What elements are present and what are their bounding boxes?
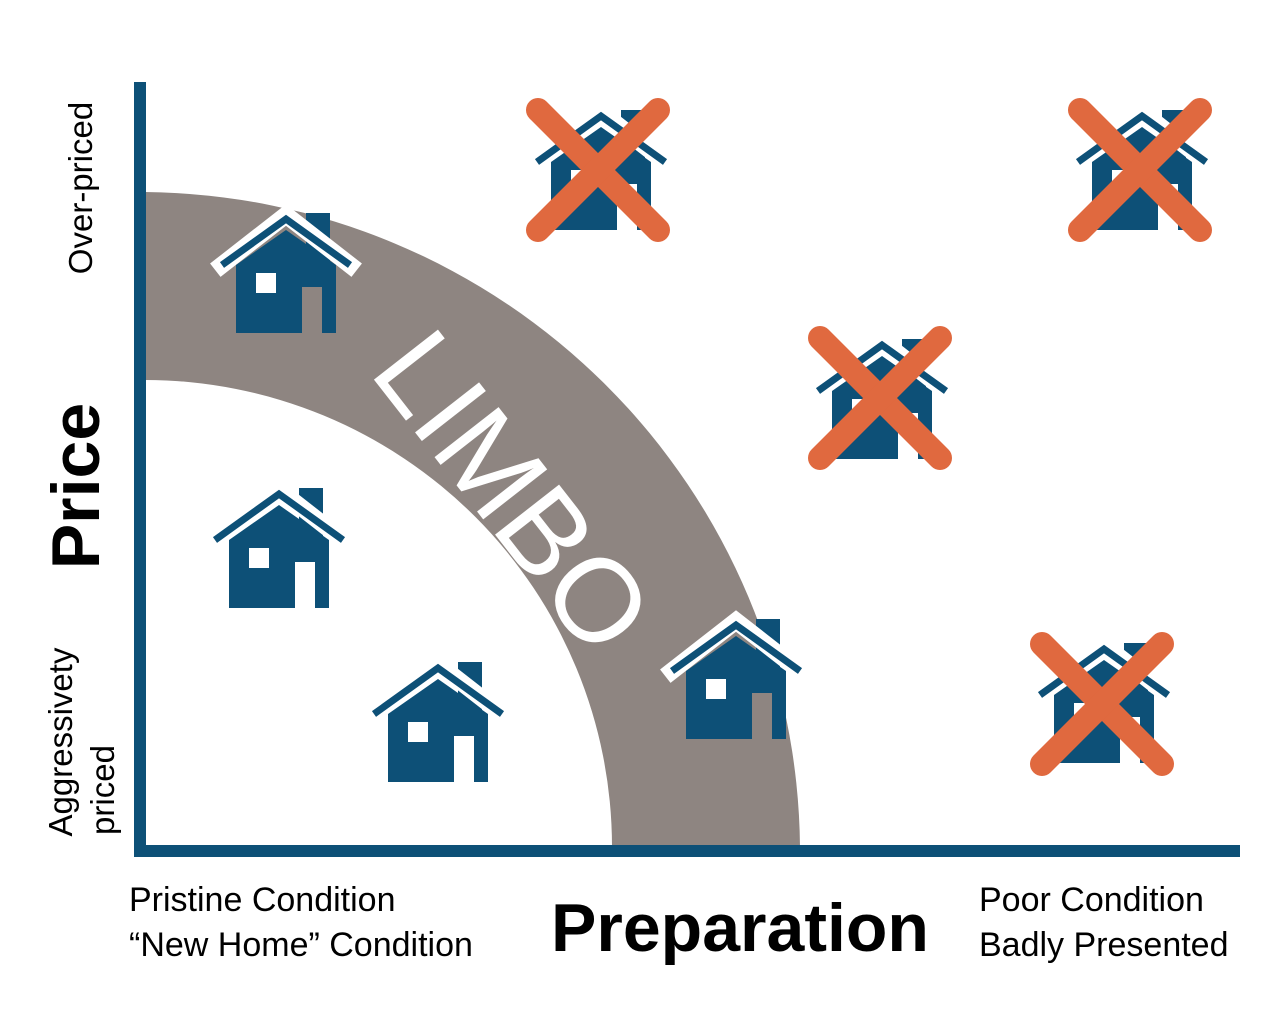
- x-axis-line: [134, 845, 1240, 857]
- x-axis-left-label-line2: “New Home” Condition: [129, 926, 473, 964]
- x-axis-right-label-line1: Poor Condition: [979, 881, 1204, 919]
- y-axis-title: Price: [38, 403, 114, 569]
- y-axis-top-label: Over-priced: [62, 102, 99, 274]
- y-axis-bottom-label-line1: Aggressivety: [42, 647, 79, 836]
- limbo-band: [145, 192, 800, 847]
- house-icon: [215, 488, 343, 608]
- y-axis-line: [134, 82, 146, 857]
- x-axis-left-label-line1: Pristine Condition: [129, 881, 395, 919]
- y-axis-bottom-label-line2: priced: [84, 745, 121, 835]
- x-axis-right-label-line2: Badly Presented: [979, 926, 1229, 964]
- x-axis-title: Preparation: [551, 890, 929, 966]
- house-icon: [374, 662, 502, 782]
